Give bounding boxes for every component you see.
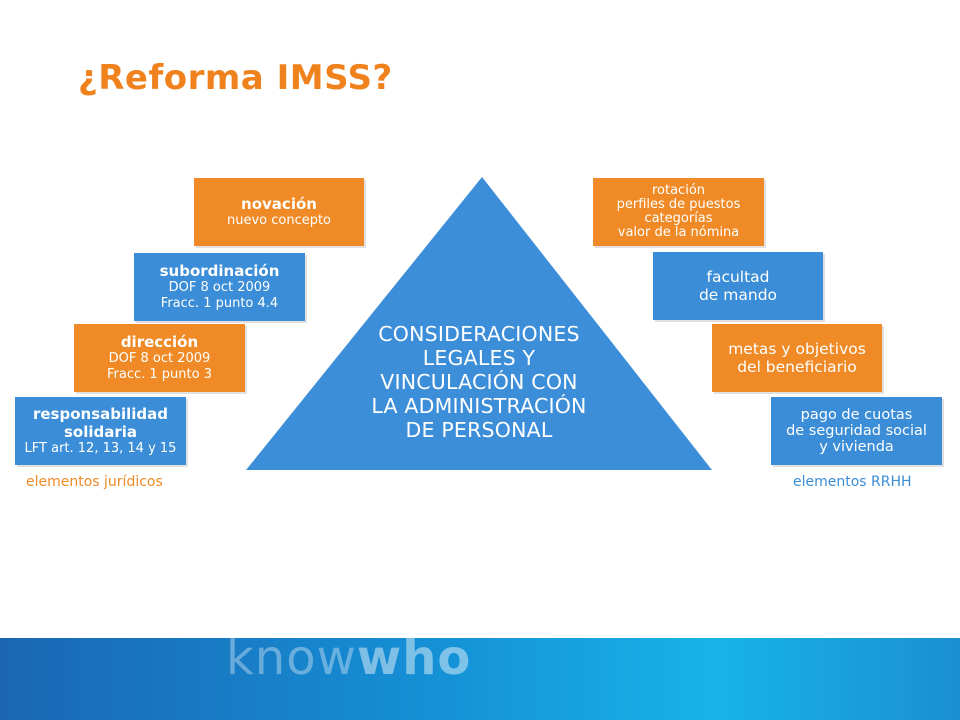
box-line: de seguridad social: [786, 423, 927, 439]
caption-left: elementos jurídicos: [26, 474, 163, 490]
box-line: metas y objetivos: [728, 340, 866, 358]
box-line: de mando: [698, 286, 778, 304]
box-title: novación: [241, 195, 317, 213]
box-line: nuevo concepto: [226, 213, 332, 228]
box-metas: metas y objetivos del beneficiario: [712, 324, 882, 392]
box-line: LFT art. 12, 13, 14 y 15: [24, 441, 177, 456]
box-line: facultad: [706, 268, 770, 286]
box-line: rotación: [651, 183, 706, 198]
box-line: Fracc. 1 punto 3: [107, 367, 212, 382]
logo-part-know: know: [226, 630, 357, 686]
box-line: del beneficiario: [737, 358, 857, 376]
box-title: responsabilidad: [32, 405, 169, 423]
caption-right: elementos RRHH: [793, 474, 912, 490]
box-facultad: facultad de mando: [653, 252, 823, 320]
box-line: y vivienda: [819, 439, 894, 455]
box-pago-cuotas: pago de cuotas de seguridad social y viv…: [771, 397, 942, 465]
box-line: categorías: [644, 211, 713, 226]
pyramid-line: LA ADMINISTRACIÓN: [371, 394, 587, 418]
pyramid-label: CONSIDERACIONES LEGALES Y VINCULACIÓN CO…: [330, 322, 628, 442]
slide-title: ¿Reforma IMSS?: [78, 58, 393, 98]
logo-part-who: who: [356, 630, 472, 686]
box-line: Fracc. 1 punto 4.4: [160, 296, 279, 311]
box-title: solidaria: [63, 423, 138, 441]
pyramid-line: DE PERSONAL: [405, 418, 553, 442]
box-title: dirección: [120, 333, 199, 351]
pyramid-line: LEGALES Y: [422, 346, 536, 370]
pyramid-line: CONSIDERACIONES: [378, 322, 580, 346]
box-line: pago de cuotas: [800, 407, 913, 423]
box-direccion: dirección DOF 8 oct 2009 Fracc. 1 punto …: [74, 324, 245, 392]
box-title: subordinación: [159, 262, 280, 280]
footer-band: [0, 638, 960, 720]
pyramid-triangle: [246, 177, 712, 470]
box-novacion: novación nuevo concepto: [194, 178, 364, 246]
box-line: DOF 8 oct 2009: [168, 280, 271, 295]
box-responsabilidad: responsabilidad solidaria LFT art. 12, 1…: [15, 397, 186, 465]
box-line: valor de la nómina: [617, 225, 740, 240]
pyramid-line: VINCULACIÓN CON: [380, 370, 578, 394]
knowwho-logo: knowwho: [226, 630, 471, 686]
box-subordinacion: subordinación DOF 8 oct 2009 Fracc. 1 pu…: [134, 253, 305, 321]
box-line: perfiles de puestos: [616, 197, 741, 212]
box-rotacion: rotación perfiles de puestos categorías …: [593, 178, 764, 246]
box-line: DOF 8 oct 2009: [108, 351, 211, 366]
